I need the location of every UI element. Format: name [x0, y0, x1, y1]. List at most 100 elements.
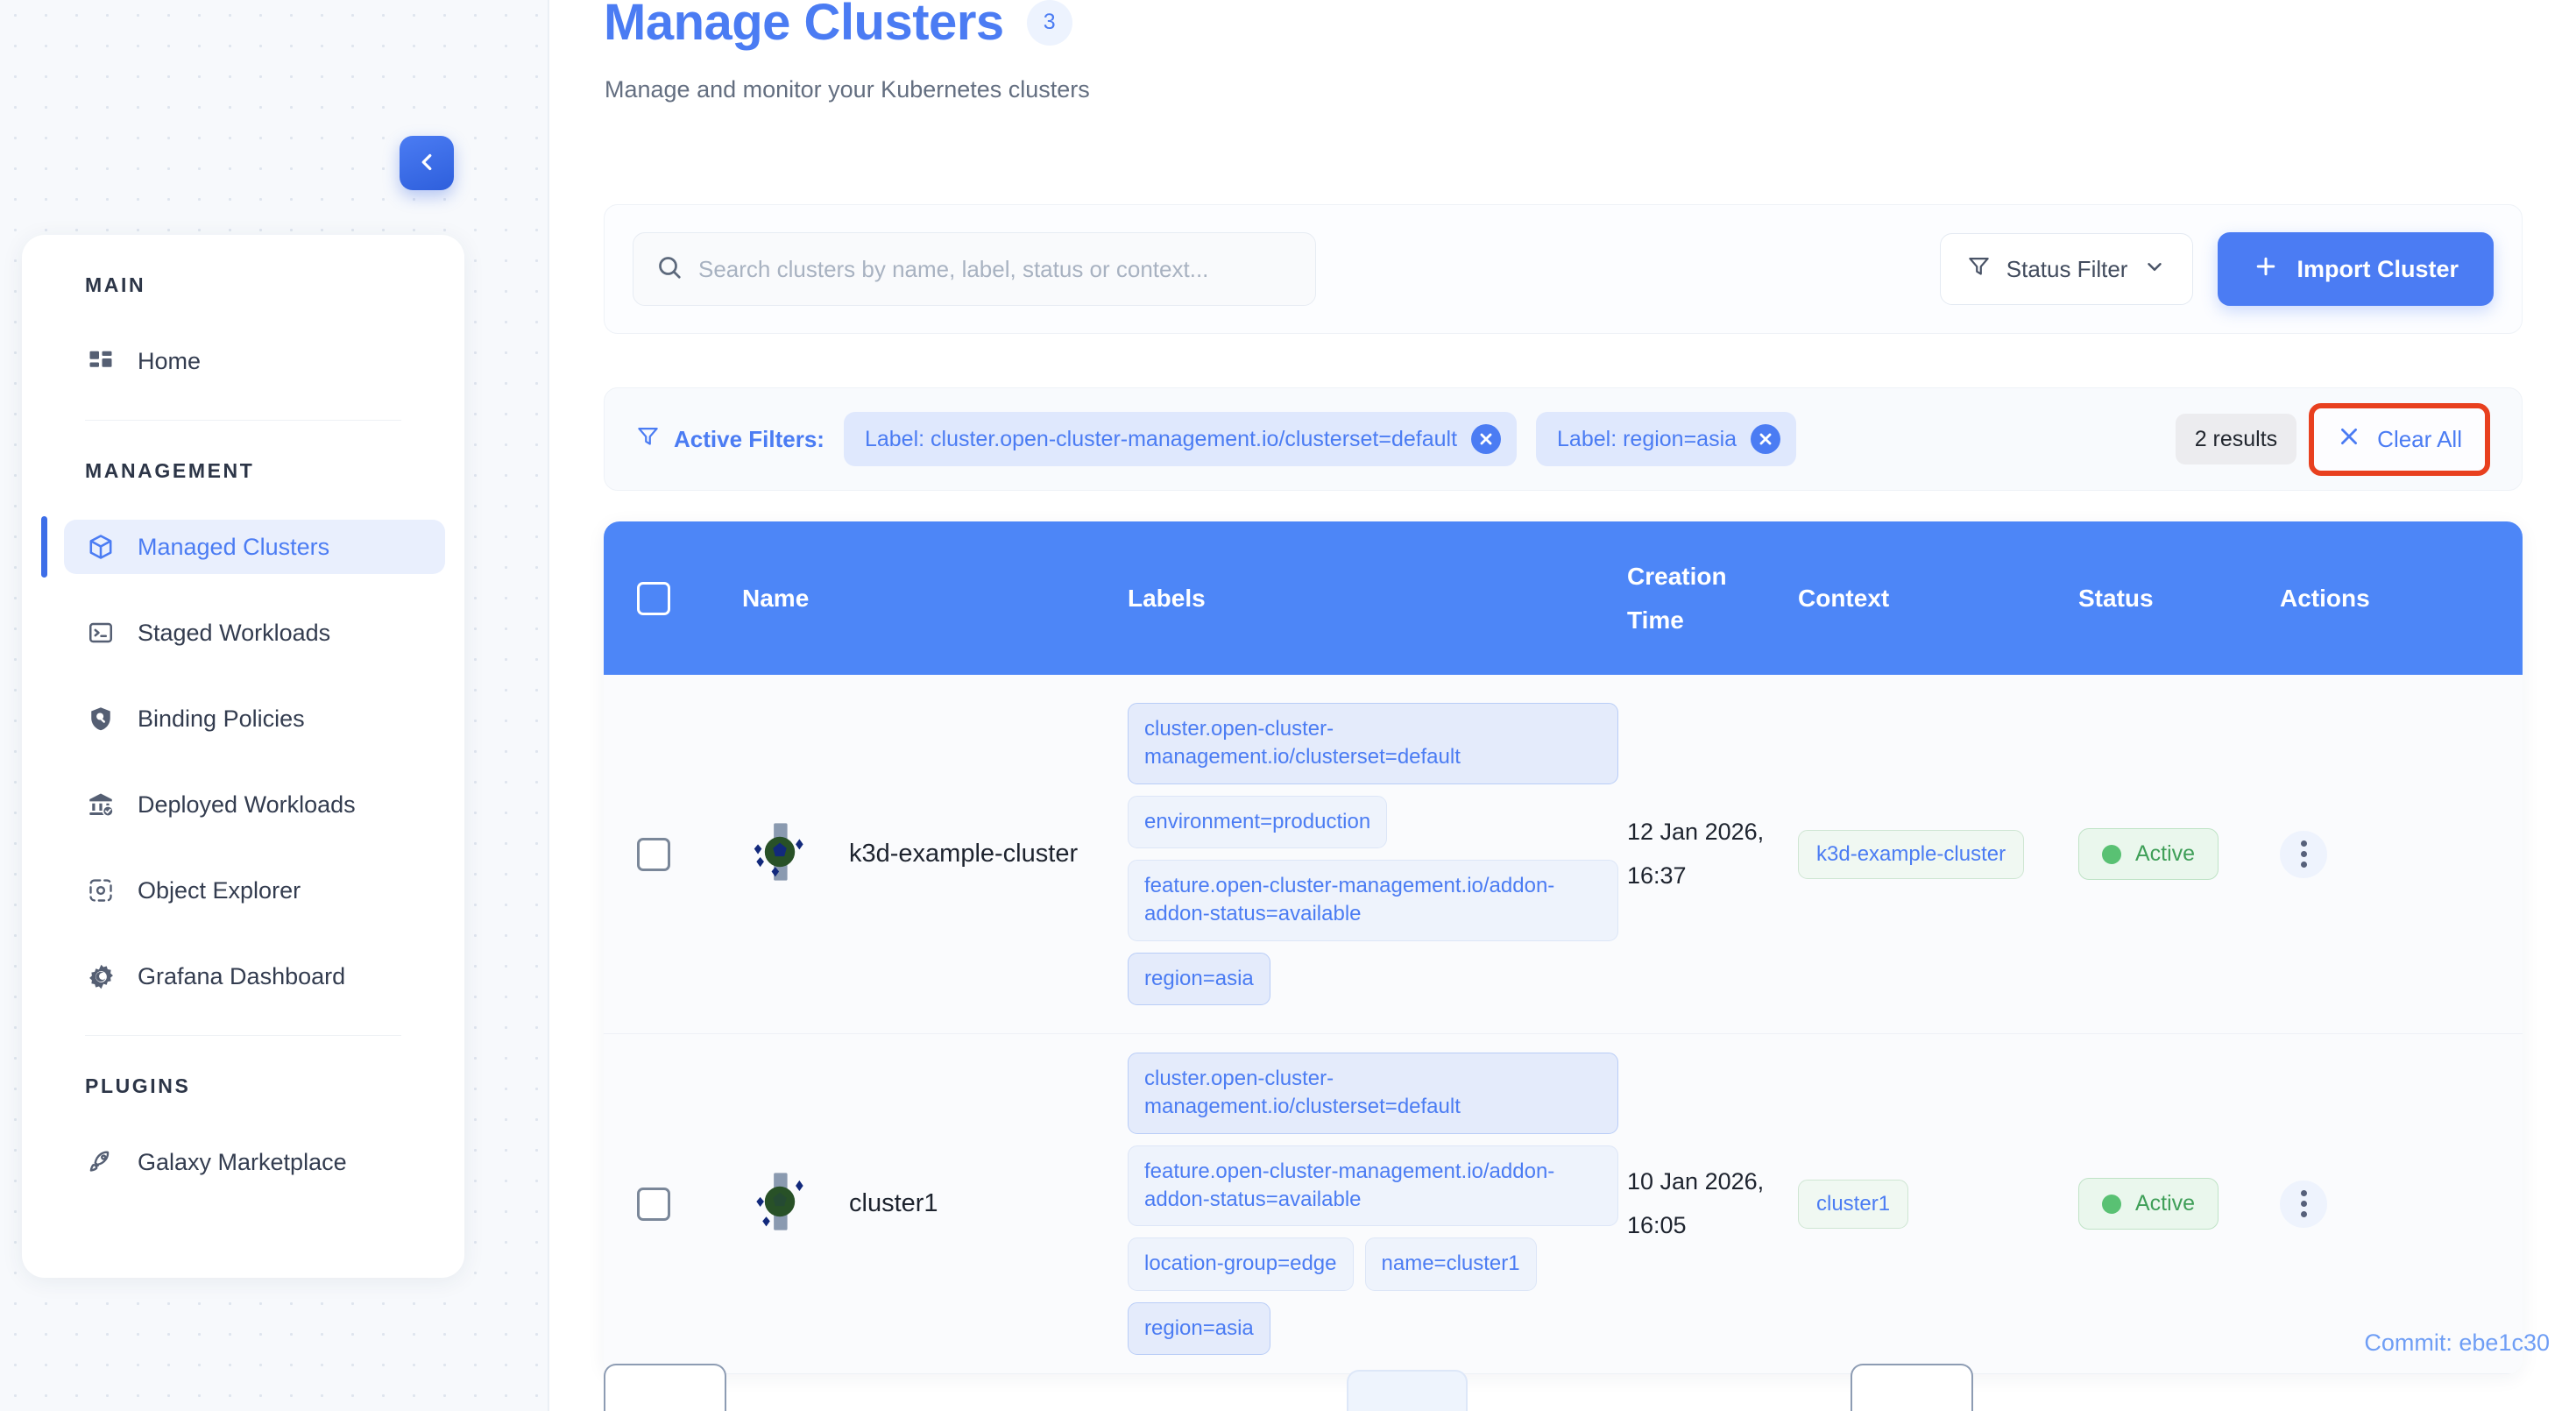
filter-chip-clusterset[interactable]: Label: cluster.open-cluster-management.i… — [843, 412, 1518, 466]
cluster-labels-cell: cluster.open-cluster-management.io/clust… — [1128, 702, 1627, 1006]
search-input[interactable] — [698, 255, 1277, 283]
bank-check-icon — [87, 791, 115, 819]
sidebar-item-label: Home — [138, 347, 202, 374]
sidebar-item-label: Binding Policies — [138, 705, 305, 732]
sidebar-item-deployed-workloads[interactable]: Deployed Workloads — [64, 777, 445, 832]
cluster-label[interactable]: feature.open-cluster-management.io/addon… — [1128, 860, 1618, 941]
commit-hash: Commit: ebe1c30 — [2364, 1329, 2550, 1356]
row-checkbox-cell — [637, 1187, 742, 1221]
kebab-menu-icon[interactable] — [2280, 1180, 2327, 1228]
sidebar-item-label: Grafana Dashboard — [138, 962, 346, 989]
status-label: Active — [2135, 1191, 2196, 1216]
filter-chip-label: Label: cluster.open-cluster-management.i… — [864, 426, 1458, 451]
sidebar-item-binding-policies[interactable]: Binding Policies — [64, 691, 445, 746]
status-label: Active — [2135, 841, 2196, 866]
table-header-row: Name Labels Creation Time Context Status… — [604, 521, 2523, 675]
funnel-icon — [1967, 254, 1991, 284]
column-header-creation-time[interactable]: Creation Time — [1627, 563, 1798, 635]
table-row[interactable]: k3d-example-cluster cluster.open-cluster… — [604, 675, 2523, 1034]
filters-right-group: 2 results Clear All — [2175, 402, 2490, 476]
sidebar-section-main: MAIN — [85, 273, 146, 296]
active-filters-bar: Active Filters: Label: cluster.open-clus… — [604, 387, 2523, 491]
k3d-cluster-icon — [742, 814, 817, 894]
rocket-icon — [87, 1148, 115, 1176]
sidebar-item-label: Staged Workloads — [138, 619, 331, 646]
cluster-name: k3d-example-cluster — [849, 840, 1079, 869]
filter-chip-region[interactable]: Label: region=asia — [1536, 412, 1797, 466]
actions-cell — [2280, 830, 2523, 878]
cluster-label[interactable]: name=cluster1 — [1364, 1237, 1537, 1291]
sidebar-item-label: Object Explorer — [138, 876, 301, 904]
actions-cell — [2280, 1180, 2523, 1228]
row-checkbox[interactable] — [637, 1187, 670, 1221]
sidebar-item-staged-workloads[interactable]: Staged Workloads — [64, 606, 445, 660]
status-cell: Active — [2078, 1178, 2280, 1230]
kebab-menu-icon[interactable] — [2280, 830, 2327, 878]
select-all-checkbox[interactable] — [637, 581, 670, 615]
page-header: Manage Clusters 3 — [549, 0, 2576, 52]
column-header-labels[interactable]: Labels — [1128, 584, 1206, 612]
sidebar-item-managed-clusters[interactable]: Managed Clusters — [41, 516, 445, 578]
sidebar-item-label: Managed Clusters — [138, 533, 330, 560]
results-count-badge: 2 results — [2175, 414, 2297, 464]
sidebar-item-galaxy-marketplace[interactable]: Galaxy Marketplace — [64, 1135, 445, 1189]
sidebar-collapse-button[interactable] — [400, 136, 454, 190]
status-dot-icon — [2102, 1194, 2121, 1214]
cluster-label[interactable]: cluster.open-cluster-management.io/clust… — [1128, 1052, 1618, 1134]
sidebar-item-home[interactable]: Home — [64, 334, 445, 388]
column-header-name[interactable]: Name — [742, 584, 810, 612]
cluster-label[interactable]: cluster.open-cluster-management.io/clust… — [1128, 702, 1618, 784]
cluster-label[interactable]: region=asia — [1128, 952, 1270, 1006]
column-header-context[interactable]: Context — [1798, 584, 1890, 612]
context-cell: cluster1 — [1798, 1179, 2078, 1229]
scan-object-icon — [87, 876, 115, 904]
import-cluster-label: Import Cluster — [2296, 255, 2459, 282]
close-icon — [2337, 424, 2361, 455]
close-circle-icon[interactable] — [1471, 424, 1502, 454]
pagination-page-indicator[interactable] — [1347, 1370, 1468, 1411]
context-cell: k3d-example-cluster — [1798, 829, 2078, 879]
cluster-label[interactable]: feature.open-cluster-management.io/addon… — [1128, 1145, 1618, 1227]
sidebar-section-plugins: PLUGINS — [85, 1074, 191, 1097]
terminal-icon — [87, 619, 115, 647]
context-pill[interactable]: k3d-example-cluster — [1798, 829, 2025, 879]
sidebar-item-label: Galaxy Marketplace — [138, 1148, 347, 1175]
cluster-label[interactable]: location-group=edge — [1128, 1237, 1354, 1291]
column-header-actions: Actions — [2280, 584, 2370, 612]
status-filter-label: Status Filter — [2006, 255, 2128, 282]
main-content: Manage Clusters 3 Manage and monitor you… — [549, 0, 2576, 1411]
sidebar-divider-2 — [85, 1035, 401, 1036]
sidebar-item-grafana-dashboard[interactable]: Grafana Dashboard — [64, 949, 445, 1003]
context-pill[interactable]: cluster1 — [1798, 1179, 1909, 1229]
grafana-icon — [87, 962, 115, 990]
close-circle-icon[interactable] — [1751, 424, 1781, 454]
pagination-control-left[interactable] — [604, 1364, 726, 1411]
filter-chip-label: Label: region=asia — [1557, 426, 1737, 451]
search-icon — [656, 254, 683, 285]
cluster-name: cluster1 — [849, 1189, 938, 1218]
clear-all-button[interactable]: Clear All — [2309, 402, 2490, 476]
cube-icon — [87, 533, 115, 561]
creation-word: Creation — [1627, 562, 1727, 590]
status-badge: Active — [2078, 1178, 2219, 1230]
cluster-label[interactable]: environment=production — [1128, 795, 1388, 848]
creation-time: 10 Jan 2026, 16:05 — [1627, 1167, 1765, 1238]
creation-time: 12 Jan 2026, 16:37 — [1627, 818, 1765, 889]
cluster-name-cell: k3d-example-cluster — [742, 814, 1128, 894]
pagination-control-right[interactable] — [1851, 1364, 1973, 1411]
status-filter-dropdown[interactable]: Status Filter — [1939, 233, 2194, 305]
funnel-icon — [636, 424, 660, 454]
cluster-label[interactable]: region=asia — [1128, 1301, 1270, 1356]
sidebar: MAIN Home MANAGEMENT Managed Clusters — [22, 235, 464, 1278]
search-box[interactable] — [633, 232, 1316, 306]
sidebar-item-label: Deployed Workloads — [138, 791, 356, 818]
toolbar-actions: Status Filter Import Cluster — [1939, 232, 2494, 306]
table-row[interactable]: cluster1 cluster.open-cluster-management… — [604, 1034, 2523, 1374]
chevron-left-icon — [414, 149, 440, 178]
row-checkbox[interactable] — [637, 837, 670, 871]
clear-all-label: Clear All — [2377, 425, 2462, 452]
import-cluster-button[interactable]: Import Cluster — [2218, 232, 2494, 306]
column-header-status[interactable]: Status — [2078, 584, 2154, 612]
sidebar-item-object-explorer[interactable]: Object Explorer — [64, 863, 445, 918]
